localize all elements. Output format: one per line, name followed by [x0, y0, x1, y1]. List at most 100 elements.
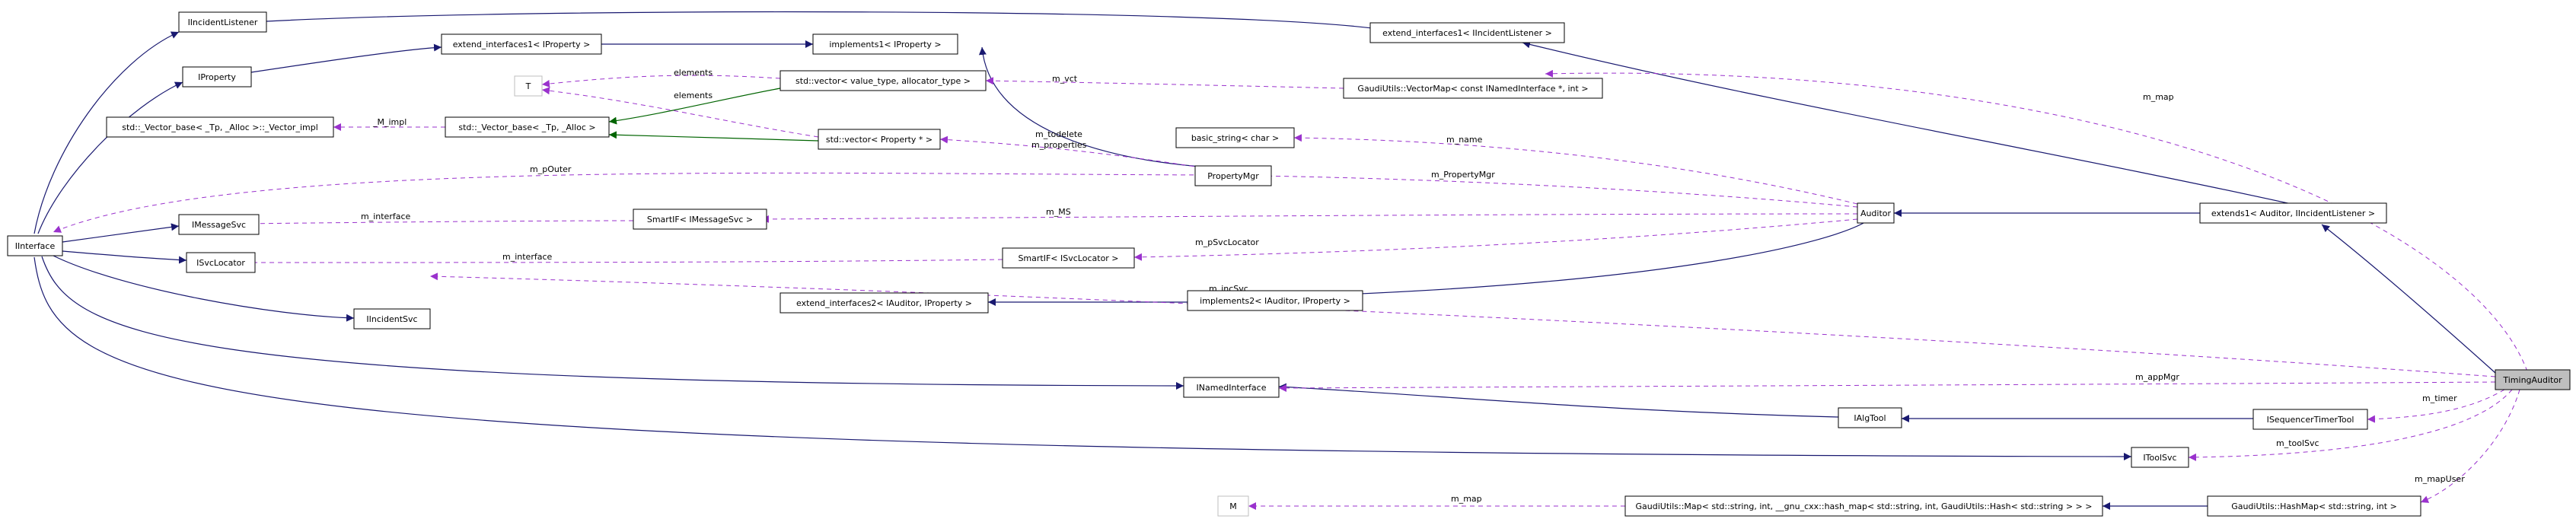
edge-implements2-auditor [1324, 221, 1866, 299]
node-extends1-auditor[interactable]: extends1< Auditor, IIncidentListener > [2199, 202, 2387, 224]
svg-text:std::vector< Property * >: std::vector< Property * > [826, 135, 933, 145]
svg-text:implements2< IAuditor, IProper: implements2< IAuditor, IProperty > [1200, 296, 1350, 306]
edge-pouter [53, 172, 1211, 233]
edge-timingauditor-extends1 [2321, 224, 2496, 374]
svg-text:IInterface: IInterface [15, 241, 56, 251]
node-vector-value-type[interactable]: std::vector< value_type, allocator_type … [779, 70, 987, 91]
edge-timer [2367, 389, 2505, 423]
node-auditor[interactable]: Auditor [1857, 202, 1895, 224]
svg-text:GaudiUtils::VectorMap< const I: GaudiUtils::VectorMap< const INamedInter… [1357, 84, 1588, 94]
svg-text:extend_interfaces2< IAuditor,: extend_interfaces2< IAuditor, IProperty … [796, 298, 972, 308]
node-gaudiutils-hashmap[interactable]: GaudiUtils::HashMap< std::string, int > [2207, 495, 2421, 517]
node-vector-base-impl[interactable]: std::_Vector_base< _Tp, _Alloc >::_Vecto… [106, 116, 334, 138]
svg-text:ISequencerTimerTool: ISequencerTimerTool [2267, 415, 2354, 425]
svg-text:T: T [525, 81, 531, 91]
edge-vector-base-vector [608, 88, 781, 125]
edge-propertymgr [1255, 172, 1858, 208]
edge-mapuser [2420, 389, 2520, 503]
edge-extifaces1-iil-extends1 [1522, 40, 2292, 205]
edge-labels: elements elements m_vct m_map _M_impl m_… [361, 68, 2465, 504]
edge-vct [985, 77, 1344, 89]
node-imessagesvc[interactable]: IMessageSvc [178, 214, 260, 235]
node-vector-base[interactable]: std::_Vector_base< _Tp, _Alloc > [445, 116, 610, 138]
svg-text:SmartIF< IMessageSvc >: SmartIF< IMessageSvc > [647, 215, 753, 224]
node-extend-interfaces2[interactable]: extend_interfaces2< IAuditor, IProperty … [779, 292, 989, 314]
edge-label-m-name: m_name [1446, 135, 1483, 145]
svg-text:std::_Vector_base< _Tp, _Alloc: std::_Vector_base< _Tp, _Alloc >::_Vecto… [122, 123, 318, 132]
edge-implements1-propertymgr [978, 46, 1211, 168]
svg-text:M: M [1229, 501, 1237, 511]
edge-t-elements-1 [541, 75, 781, 88]
node-implements2[interactable]: implements2< IAuditor, IProperty > [1187, 290, 1363, 311]
node-ialgtool[interactable]: IAlgTool [1838, 407, 1902, 428]
node-basic-string-char[interactable]: basic_string< char > [1175, 127, 1295, 148]
edge-label-m-psvclocator: m_pSvcLocator [1195, 237, 1259, 247]
edge-incsvc [429, 272, 2496, 377]
edge-psvclocator [1133, 218, 1858, 261]
edge-label-m-toolsvc: m_toolSvc [2276, 438, 2319, 448]
svg-text:IToolSvc: IToolSvc [2143, 453, 2176, 463]
svg-text:GaudiUtils::HashMap< std::stri: GaudiUtils::HashMap< std::string, int > [2231, 501, 2397, 511]
edge-vector-base-vector-property [608, 131, 819, 142]
svg-text:PropertyMgr: PropertyMgr [1207, 171, 1259, 181]
edge-iincidentlistener-extifaces1-iil [266, 11, 1379, 32]
edge-label-m-vct: m_vct [1052, 74, 1078, 84]
node-itoolsvc[interactable]: IToolSvc [2131, 447, 2189, 468]
edge-interface-2 [239, 258, 1003, 266]
svg-text:IProperty: IProperty [198, 72, 236, 82]
edge-map-1 [1545, 69, 2528, 372]
edge-interface-iproperty [37, 81, 183, 234]
edge-label-m-appmgr: m_appMgr [2135, 372, 2179, 382]
nodes: IIncidentListener extend_interfaces1< IP… [7, 11, 2571, 517]
node-iinterface[interactable]: IInterface [7, 235, 63, 256]
node-extend-interfaces1-iincidentlistener[interactable]: extend_interfaces1< IIncidentListener > [1369, 22, 1565, 43]
node-m[interactable]: M [1217, 495, 1249, 517]
node-isequencertimertool[interactable]: ISequencerTimerTool [2252, 409, 2368, 430]
node-isvclocator[interactable]: ISvcLocator [186, 252, 256, 273]
edge-name [1293, 134, 1858, 205]
node-iincidentlistener[interactable]: IIncidentListener [178, 11, 267, 33]
svg-text:INamedInterface: INamedInterface [1197, 383, 1267, 393]
node-smartif-imessagesvc[interactable]: SmartIF< IMessageSvc > [633, 209, 767, 230]
edge-label-m-ms: m_MS [1046, 207, 1071, 217]
svg-text:extend_interfaces1< IIncidentL: extend_interfaces1< IIncidentListener > [1382, 28, 1552, 38]
edge-label-m-map-2: m_map [1451, 494, 1482, 504]
svg-text:GaudiUtils::Map< std::string,: GaudiUtils::Map< std::string, int, __gnu… [1636, 501, 2093, 511]
svg-text:std::vector< value_type, alloc: std::vector< value_type, allocator_type … [795, 76, 971, 86]
node-extend-interfaces1-iproperty[interactable]: extend_interfaces1< IProperty > [441, 33, 602, 55]
svg-text:IIncidentSvc: IIncidentSvc [366, 314, 417, 324]
edge-interface-iincidentlistener [33, 31, 180, 234]
svg-text:ISvcLocator: ISvcLocator [196, 258, 245, 268]
node-propertymgr[interactable]: PropertyMgr [1194, 165, 1272, 186]
edge-label-m-mapuser: m_mapUser [2415, 474, 2465, 484]
edge-appmgr [1278, 381, 2496, 392]
node-inamedinterface[interactable]: INamedInterface [1183, 377, 1280, 398]
node-gaudiutils-map[interactable]: GaudiUtils::Map< std::string, int, __gnu… [1624, 495, 2103, 517]
edge-iproperty-extifaces1-iprop [250, 43, 442, 73]
svg-text:basic_string< char >: basic_string< char > [1191, 133, 1279, 143]
node-smartif-isvclocator[interactable]: SmartIF< ISvcLocator > [1002, 247, 1135, 269]
node-gaudiutils-vectormap[interactable]: GaudiUtils::VectorMap< const INamedInter… [1343, 78, 1603, 99]
node-timingauditor[interactable]: TimingAuditor [2495, 369, 2571, 390]
svg-text:Auditor: Auditor [1860, 209, 1892, 218]
node-iproperty[interactable]: IProperty [182, 66, 252, 88]
node-vector-property[interactable]: std::vector< Property * > [818, 129, 941, 150]
node-iincidentsvc[interactable]: IIncidentSvc [353, 308, 431, 330]
edge-label-elements-1: elements [674, 68, 713, 78]
edge-label-m-interface-2: m_interface [502, 252, 553, 262]
svg-text:implements1< IProperty >: implements1< IProperty > [829, 40, 941, 49]
edge-toolsvc [2188, 389, 2513, 461]
edge-inamedinterface-ialgtool [1278, 383, 1839, 418]
svg-text:TimingAuditor: TimingAuditor [2502, 375, 2562, 385]
edge-label-m-properties: m_properties [1031, 140, 1087, 150]
edge-label-m-todelete: m_todelete [1035, 129, 1082, 139]
svg-text:IMessageSvc: IMessageSvc [192, 220, 246, 230]
edge-label-m-impl: _M_impl [372, 117, 406, 127]
node-t[interactable]: T [514, 75, 543, 97]
edge-label-elements-2: elements [674, 91, 713, 100]
edge-interface-imessagesvc [62, 223, 180, 243]
edge-label-m-pouter: m_pOuter [530, 164, 572, 174]
node-implements1-iproperty[interactable]: implements1< IProperty > [812, 33, 958, 55]
edge-interface-iincidentsvc [53, 255, 355, 322]
